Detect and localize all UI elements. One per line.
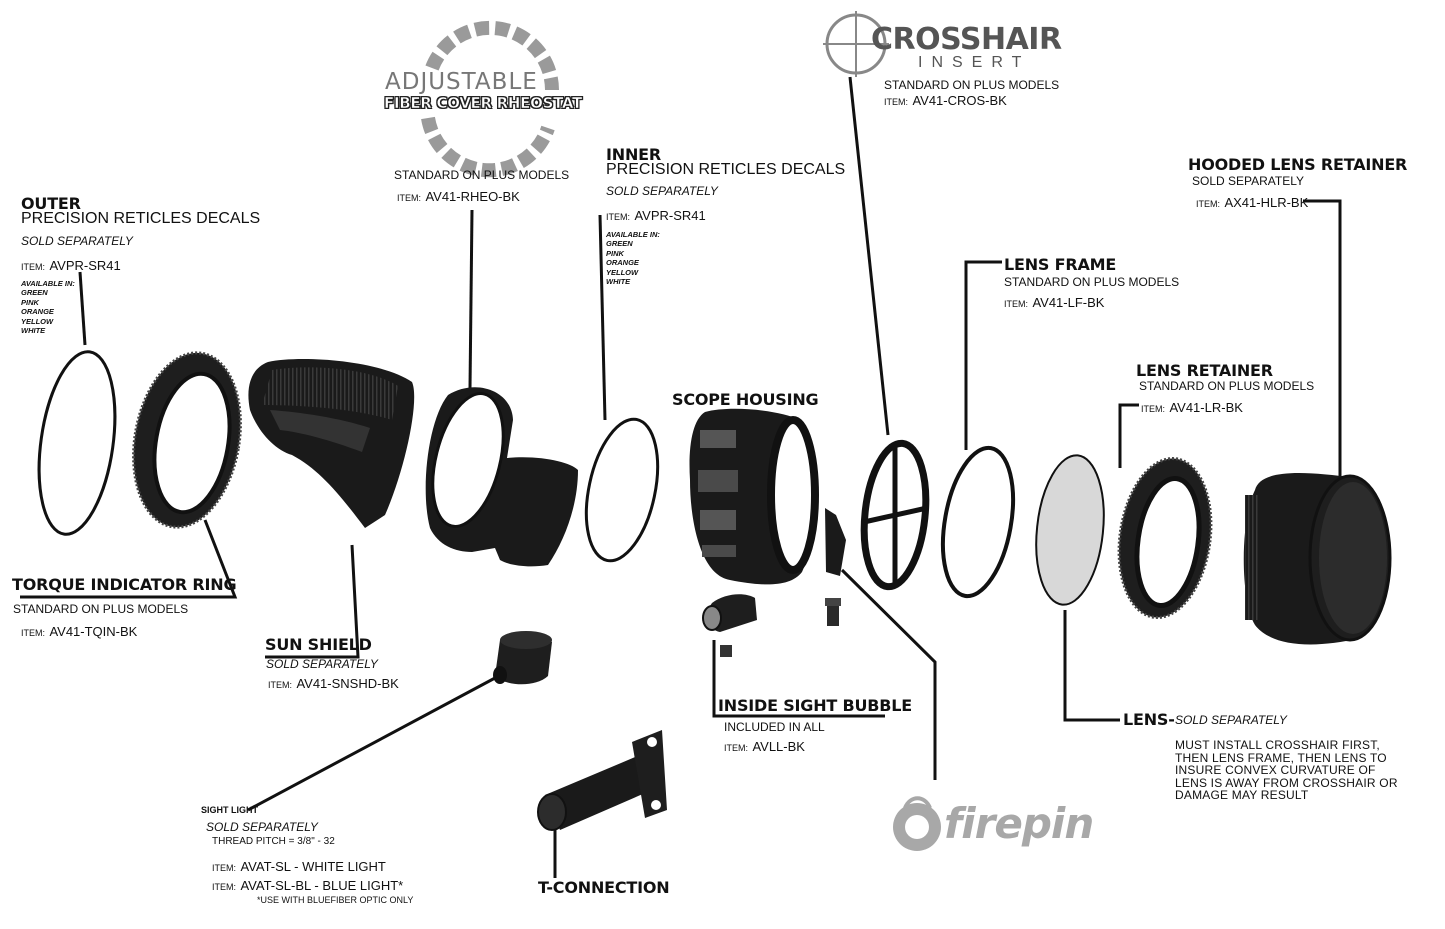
- hooded-retainer-title: HOODED LENS RETAINER: [1188, 155, 1408, 174]
- torque-ring-item: ITEM: AV41-TQIN-BK: [21, 624, 138, 639]
- sun-shield-item: ITEM: AV41-SNSHD-BK: [268, 676, 399, 691]
- torque-ring-sub: STANDARD ON PLUS MODELS: [13, 602, 189, 616]
- lens-frame-item: ITEM: AV41-LF-BK: [1004, 295, 1105, 310]
- outer-decals-title1: OUTER: [21, 194, 81, 213]
- outer-decals-available: AVAILABLE IN: GREEN PINK ORANGE YELLOW W…: [21, 279, 75, 335]
- scope-housing-part: [689, 408, 819, 585]
- rheostat-sub: STANDARD ON PLUS MODELS: [394, 168, 570, 182]
- hooded-retainer-sub: SOLD SEPARATELY: [1192, 174, 1305, 188]
- inner-decals-item: ITEM: AVPR-SR41: [606, 208, 706, 223]
- hooded-retainer-item: ITEM: AX41-HLR-BK: [1196, 195, 1309, 210]
- bracket-part: [825, 508, 846, 626]
- rheostat-logo-line2: FIBER COVER RHEOSTAT: [384, 94, 583, 112]
- firepin-logo-text: firepin: [944, 799, 1094, 848]
- sun-shield: [248, 359, 415, 528]
- outer-decal-ring: [37, 350, 117, 536]
- inner-decal-ring: [584, 417, 660, 563]
- crosshair-logo-reticle: [823, 11, 889, 77]
- firepin-logo-mark: [893, 796, 941, 851]
- scope-housing-title: SCOPE HOUSING: [672, 390, 819, 409]
- rheostat-item: ITEM: AV41-RHEO-BK: [397, 189, 520, 204]
- lens-retainer-title: LENS RETAINER: [1136, 361, 1273, 380]
- crosshair-logo-line2: INSERT: [918, 54, 1031, 71]
- sight-light-part: [493, 631, 552, 685]
- sight-bubble-sub: INCLUDED IN ALL: [724, 720, 825, 734]
- lens-install-note: MUST INSTALL CROSSHAIR FIRST, THEN LENS …: [1175, 738, 1398, 803]
- rheostat-gear-logo: [421, 20, 560, 178]
- lens-sub: SOLD SEPARATELY: [1175, 713, 1287, 727]
- lens-frame-title: LENS FRAME: [1004, 255, 1117, 274]
- sun-shield-sub: SOLD SEPARATELY: [266, 657, 378, 671]
- lens-title: LENS-: [1123, 710, 1175, 729]
- lens-part: [1035, 454, 1105, 606]
- sight-light-thread: THREAD PITCH = 3/8" - 32: [212, 836, 335, 847]
- rheostat-part: [425, 387, 578, 567]
- leader-lines: [20, 76, 1342, 878]
- sun-shield-title: SUN SHIELD: [265, 635, 372, 654]
- t-connection-part: [537, 730, 667, 831]
- outer-decals-sub: SOLD SEPARATELY: [21, 234, 133, 248]
- torque-indicator-ring: [132, 351, 242, 529]
- lens-retainer-part: [1117, 457, 1213, 619]
- lens-retainer-item: ITEM: AV41-LR-BK: [1141, 400, 1243, 415]
- rheostat-logo-line1: ADJUSTABLE: [385, 69, 538, 95]
- sight-light-sub: SOLD SEPARATELY: [206, 820, 318, 834]
- sight-bubble-parts: [702, 594, 757, 657]
- sight-light-item-blue: ITEM: AVAT-SL-BL - BLUE LIGHT*: [212, 878, 404, 893]
- sight-light-footnote: *USE WITH BLUEFIBER OPTIC ONLY: [257, 895, 414, 905]
- inner-decals-title1: INNER: [606, 145, 661, 164]
- crosshair-logo-line1: CROSSHAIR: [871, 22, 1062, 57]
- inner-decals-available: AVAILABLE IN: GREEN PINK ORANGE YELLOW W…: [606, 230, 660, 286]
- sight-bubble-title: INSIDE SIGHT BUBBLE: [718, 696, 912, 715]
- hooded-lens-retainer-part: [1243, 473, 1392, 645]
- torque-ring-title: TORQUE INDICATOR RING: [12, 575, 237, 594]
- lens-retainer-sub: STANDARD ON PLUS MODELS: [1139, 379, 1315, 393]
- sight-bubble-item: ITEM: AVLL-BK: [724, 739, 805, 754]
- lens-frame-sub: STANDARD ON PLUS MODELS: [1004, 275, 1180, 289]
- t-connection-title: T-CONNECTION: [538, 878, 670, 897]
- lens-frame-ring: [940, 445, 1016, 599]
- sight-light-title: SIGHT LIGHT: [201, 805, 258, 815]
- crosshair-item: ITEM: AV41-CROS-BK: [884, 93, 1007, 108]
- inner-decals-sub: SOLD SEPARATELY: [606, 184, 718, 198]
- outer-decals-title2: PRECISION RETICLES DECALS: [21, 210, 261, 227]
- sight-light-item-white: ITEM: AVAT-SL - WHITE LIGHT: [212, 859, 386, 874]
- outer-decals-item: ITEM: AVPR-SR41: [21, 258, 121, 273]
- crosshair-sub: STANDARD ON PLUS MODELS: [884, 78, 1060, 92]
- crosshair-insert-part: [860, 439, 930, 591]
- inner-decals-title2: PRECISION RETICLES DECALS: [606, 161, 846, 178]
